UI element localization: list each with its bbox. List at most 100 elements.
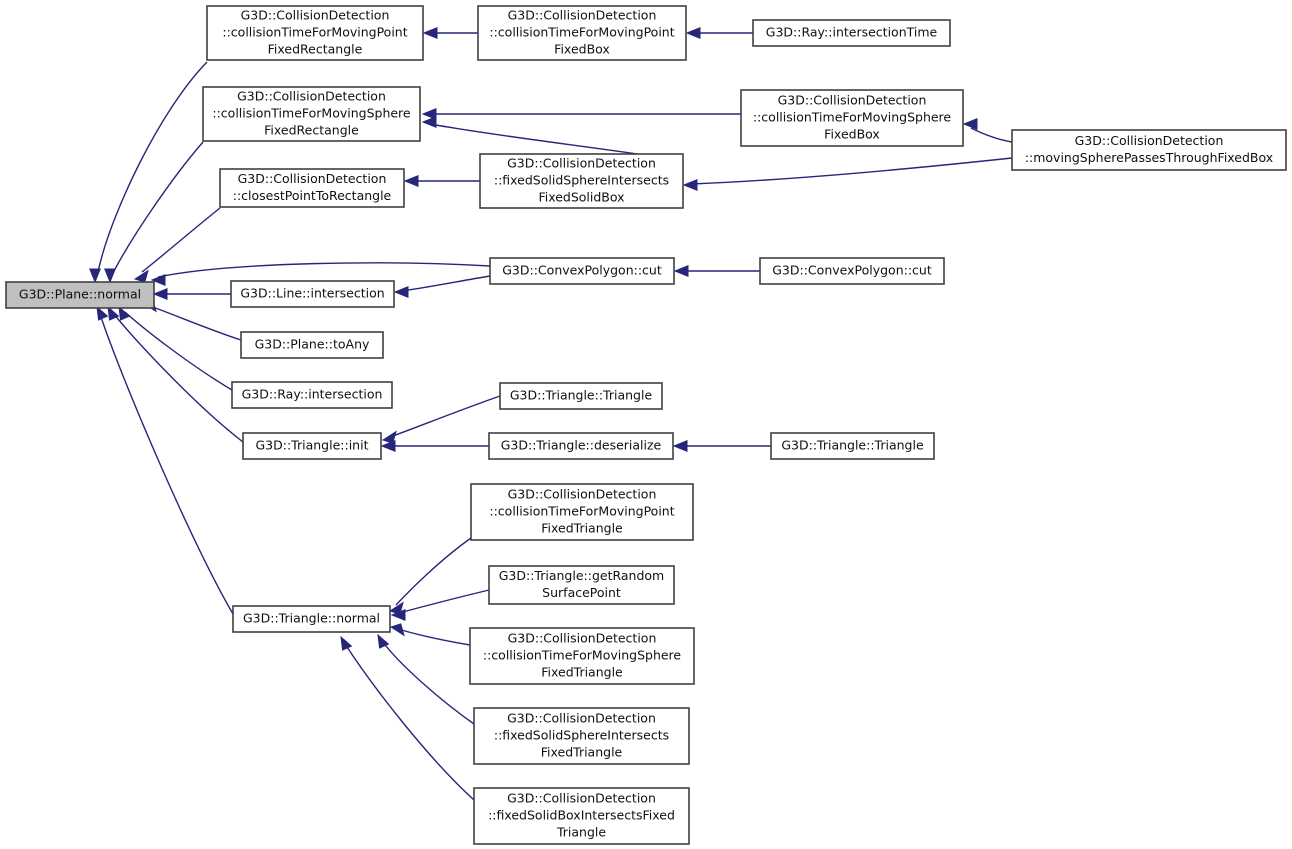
- node-box[interactable]: [469, 627, 695, 685]
- graph-node-g3d-collisiondetection-fixedsolidboxintersectsfixed-triangle[interactable]: G3D::CollisionDetection::fixedSolidBoxIn…: [473, 787, 690, 845]
- node-label-line: G3D::Ray::intersectionTime: [766, 25, 938, 40]
- edge-line: [97, 61, 208, 273]
- arrowhead-icon: [152, 288, 168, 300]
- node-box[interactable]: [240, 331, 384, 359]
- node-label-line: G3D::CollisionDetection: [241, 8, 390, 23]
- arrowhead-icon: [340, 635, 353, 651]
- arrowhead-icon: [421, 116, 437, 128]
- graph-node-g3d-plane-normal[interactable]: G3D::Plane::normal: [5, 281, 155, 309]
- arrowhead-icon: [377, 633, 390, 649]
- node-box[interactable]: [752, 19, 951, 47]
- node-label-line: G3D::CollisionDetection: [508, 8, 657, 23]
- edge-n22-to-n13: [672, 440, 771, 452]
- node-label-line: FixedTriangle: [541, 521, 623, 536]
- graph-node-g3d-convexpolygon-cut[interactable]: G3D::ConvexPolygon::cut: [759, 257, 945, 285]
- edge-n21-to-n11: [673, 265, 760, 277]
- graph-node-g3d-triangle-triangle[interactable]: G3D::Triangle::Triangle: [770, 432, 935, 460]
- node-box[interactable]: [488, 432, 674, 460]
- edge-line: [149, 305, 242, 341]
- edge-n7-to-n0: [107, 305, 244, 443]
- graph-node-g3d-collisiondetection-collisiontimeformovingsphere-fixedbox[interactable]: G3D::CollisionDetection::collisionTimeFo…: [740, 89, 964, 147]
- graph-node-g3d-collisiondetection-collisiontimeformovingpoint-fixedrectangle[interactable]: G3D::CollisionDetection::collisionTimeFo…: [206, 5, 424, 61]
- node-label-line: G3D::CollisionDetection: [238, 171, 387, 186]
- graph-node-g3d-triangle-deserialize[interactable]: G3D::Triangle::deserialize: [488, 432, 674, 460]
- node-box[interactable]: [759, 257, 945, 285]
- graph-node-g3d-collisiondetection-collisiontimeformovingpoint-fixedbox[interactable]: G3D::CollisionDetection::collisionTimeFo…: [477, 5, 687, 61]
- arrowhead-icon: [388, 601, 404, 615]
- node-label-line: FixedBox: [554, 42, 610, 57]
- arrowhead-icon: [104, 268, 116, 284]
- node-box[interactable]: [231, 381, 393, 409]
- edge-n1-to-n0: [89, 61, 208, 284]
- graph-node-g3d-collisiondetection-collisiontimeformovingsphere-fixedrectangle[interactable]: G3D::CollisionDetection::collisionTimeFo…: [202, 86, 421, 142]
- node-box[interactable]: [499, 382, 663, 410]
- graph-node-g3d-ray-intersectiontime[interactable]: G3D::Ray::intersectionTime: [752, 19, 951, 47]
- graph-node-g3d-convexpolygon-cut[interactable]: G3D::ConvexPolygon::cut: [489, 257, 675, 285]
- graph-node-g3d-ray-intersection[interactable]: G3D::Ray::intersection: [231, 381, 393, 409]
- graph-node-g3d-triangle-init[interactable]: G3D::Triangle::init: [242, 432, 382, 460]
- graph-node-g3d-collisiondetection-movingspherepassesthroughfixedbox[interactable]: G3D::CollisionDetection::movingSpherePas…: [1011, 129, 1287, 171]
- arrowhead-icon: [673, 265, 689, 277]
- edge-line: [398, 589, 490, 614]
- node-box[interactable]: [473, 707, 690, 765]
- arrowhead-icon: [150, 274, 166, 286]
- graph-node-g3d-collisiondetection-collisiontimeformovingpoint-fixedtriangle[interactable]: G3D::CollisionDetection::collisionTimeFo…: [470, 483, 694, 541]
- arrowhead-icon: [421, 108, 437, 120]
- node-box[interactable]: [1011, 129, 1287, 171]
- node-label-line: ::movingSpherePassesThroughFixedBox: [1025, 150, 1273, 165]
- graph-node-g3d-plane-toany[interactable]: G3D::Plane::toAny: [240, 331, 384, 359]
- arrowhead-icon: [381, 430, 397, 444]
- edge-n3-to-n0: [133, 207, 221, 283]
- edge-line: [970, 127, 1013, 143]
- node-box[interactable]: [489, 257, 675, 285]
- edge-line: [389, 395, 501, 438]
- node-label-line: FixedRectangle: [268, 42, 363, 57]
- node-box[interactable]: [5, 281, 155, 309]
- edge-n2-to-n0: [104, 141, 204, 284]
- node-label-line: G3D::CollisionDetection: [237, 89, 386, 104]
- node-box[interactable]: [473, 787, 690, 845]
- edge-line: [99, 313, 234, 615]
- node-box[interactable]: [770, 432, 935, 460]
- edge-n8-to-n0: [96, 305, 234, 615]
- node-box[interactable]: [202, 86, 421, 142]
- node-box[interactable]: [740, 89, 964, 147]
- arrowhead-icon: [133, 269, 149, 283]
- node-box[interactable]: [219, 168, 405, 208]
- node-label-line: G3D::CollisionDetection: [507, 791, 656, 806]
- edge-n4-to-n0: [152, 288, 231, 300]
- node-box[interactable]: [488, 565, 675, 605]
- node-box[interactable]: [479, 153, 684, 209]
- graph-node-g3d-collisiondetection-fixedsolidsphereintersects-fixedtriangle[interactable]: G3D::CollisionDetection::fixedSolidSpher…: [473, 707, 690, 765]
- edge-n23-to-n10: [682, 157, 1013, 191]
- edge-n16-to-n8: [389, 623, 471, 646]
- graph-node-g3d-collisiondetection-fixedsolidsphereintersects-fixedsolidbox[interactable]: G3D::CollisionDetection::fixedSolidSpher…: [479, 153, 684, 209]
- arrowhead-icon: [685, 27, 701, 39]
- edge-n12-to-n7: [381, 395, 501, 444]
- node-label-line: G3D::CollisionDetection: [778, 93, 927, 108]
- node-label-line: G3D::Plane::normal: [19, 287, 141, 302]
- node-box[interactable]: [206, 5, 424, 61]
- arrowhead-icon: [403, 175, 419, 187]
- graph-node-g3d-triangle-normal[interactable]: G3D::Triangle::normal: [232, 605, 391, 633]
- node-box[interactable]: [230, 280, 395, 308]
- node-box[interactable]: [477, 5, 687, 61]
- edge-line: [112, 312, 244, 443]
- node-label-line: ::fixedSolidSphereIntersects: [494, 728, 669, 743]
- graph-node-g3d-triangle-triangle[interactable]: G3D::Triangle::Triangle: [499, 382, 663, 410]
- graph-node-g3d-line-intersection[interactable]: G3D::Line::intersection: [230, 280, 395, 308]
- node-label-line: G3D::Line::intersection: [240, 286, 384, 301]
- edge-line: [124, 311, 233, 391]
- edge-n5-to-n0: [141, 299, 242, 341]
- node-box[interactable]: [470, 483, 694, 541]
- arrowhead-icon: [118, 305, 131, 321]
- node-label-line: FixedBox: [824, 127, 880, 142]
- node-label-line: G3D::Triangle::getRandom: [499, 568, 664, 583]
- node-box[interactable]: [242, 432, 382, 460]
- graph-node-g3d-collisiondetection-collisiontimeformovingsphere-fixedtriangle[interactable]: G3D::CollisionDetection::collisionTimeFo…: [469, 627, 695, 685]
- graph-node-g3d-collisiondetection-closestpointtorectangle[interactable]: G3D::CollisionDetection::closestPointToR…: [219, 168, 405, 208]
- edge-line: [691, 157, 1013, 185]
- node-label-line: Triangle: [556, 825, 606, 840]
- node-box[interactable]: [232, 605, 391, 633]
